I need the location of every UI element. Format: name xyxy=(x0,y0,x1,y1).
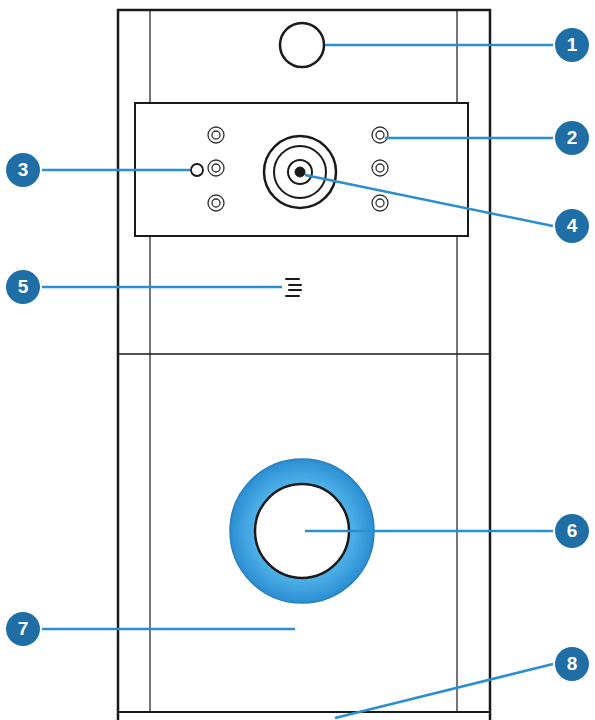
callout-number: 6 xyxy=(567,520,578,541)
callout-number: 1 xyxy=(567,34,578,55)
callout-badge: 7 xyxy=(6,612,40,646)
callout-badge: 8 xyxy=(555,647,589,681)
callout-badge: 6 xyxy=(555,514,589,548)
callout-badge: 5 xyxy=(6,270,40,304)
callout-badge: 4 xyxy=(555,209,589,243)
callout-number: 2 xyxy=(567,127,578,148)
callout-badge: 3 xyxy=(6,153,40,187)
callout-number: 5 xyxy=(18,276,29,297)
callout-number: 3 xyxy=(18,159,29,180)
callout-badge: 1 xyxy=(555,28,589,62)
callout-number: 7 xyxy=(18,618,29,639)
infrared-leds xyxy=(208,127,388,211)
microphone xyxy=(286,279,301,296)
leader-lines xyxy=(42,45,553,718)
status-hole xyxy=(191,164,203,176)
light-sensor xyxy=(280,23,324,67)
callout-badge: 2 xyxy=(555,121,589,155)
camera-lens xyxy=(264,136,336,208)
callout-number: 4 xyxy=(567,215,578,236)
doorbell-housing xyxy=(118,10,490,720)
callout-number: 8 xyxy=(567,653,578,674)
